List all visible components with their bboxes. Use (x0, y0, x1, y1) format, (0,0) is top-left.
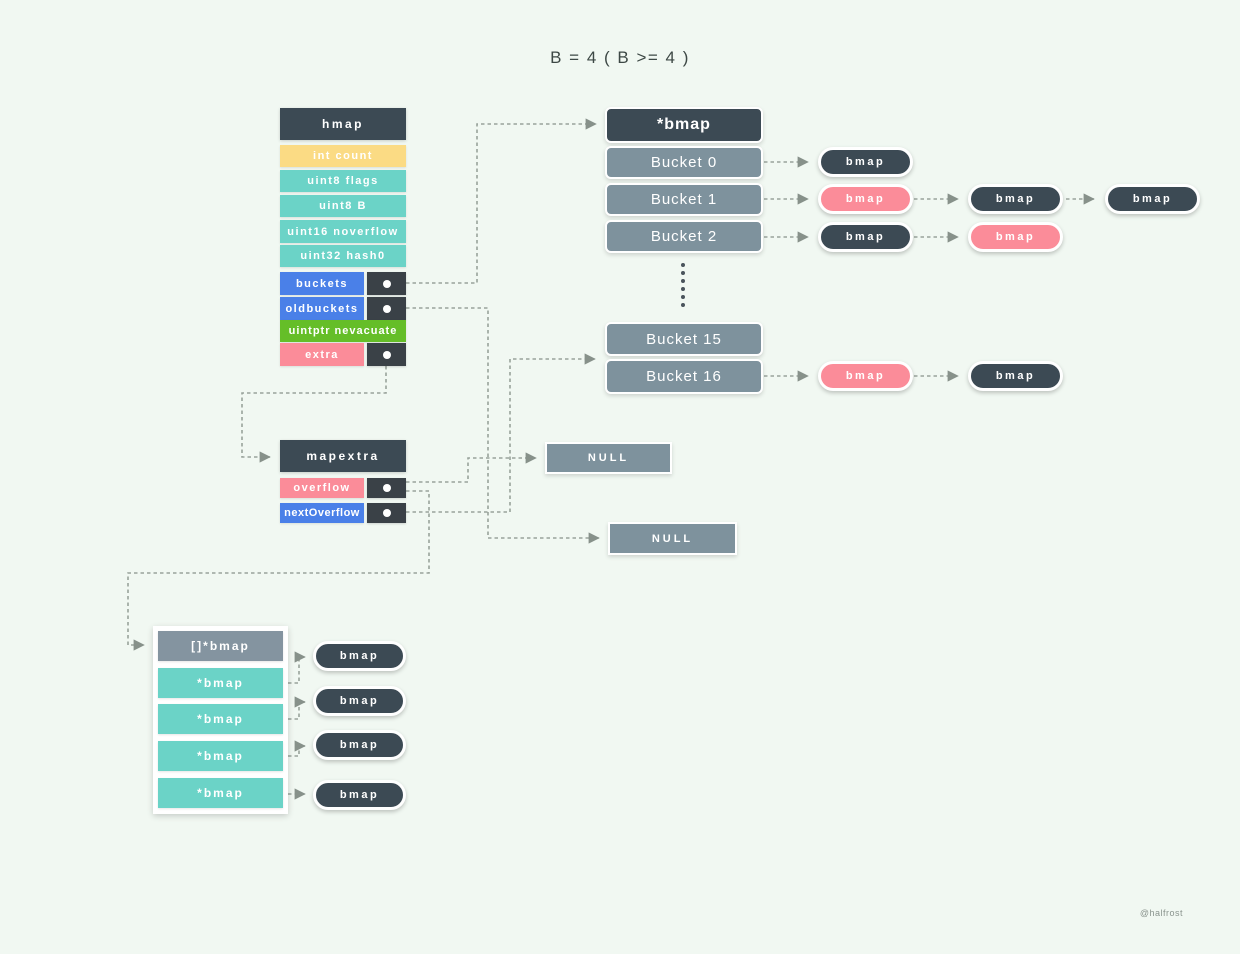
pointer-dot-icon (382, 484, 391, 492)
overflow-array-item: *bmap (158, 704, 283, 734)
bucket-0: Bucket 0 (605, 146, 763, 179)
oldbuckets-pointer-cell (367, 297, 406, 320)
bmap-node: bmap (313, 730, 406, 760)
hmap-field-buckets: buckets (280, 272, 364, 295)
null-box-1: NULL (545, 442, 672, 474)
ellipsis-dots-icon (681, 263, 685, 307)
hmap-field-uint32-hash0: uint32 hash0 (280, 245, 406, 267)
hmap-field-extra: extra (280, 343, 364, 366)
pointer-dot-icon (382, 509, 391, 517)
mapextra-field-overflow: overflow (280, 478, 364, 498)
mapextra-field-nextoverflow: nextOverflow (280, 503, 364, 523)
extra-pointer-cell (367, 343, 406, 366)
edge-ovfitem2-to-bmap (288, 696, 306, 720)
hmap-field-uintptr-nevacuate: uintptr nevacuate (280, 320, 406, 342)
overflow-pointer-cell (367, 478, 406, 498)
watermark: @halfrost (1139, 908, 1183, 918)
bmap-node: bmap (968, 222, 1063, 252)
edge-overflow-to-null1 (406, 452, 537, 483)
bmap-node: bmap (313, 780, 406, 810)
overflow-array-header: []*bmap (158, 631, 283, 661)
pointer-dot-icon (382, 304, 391, 313)
nextoverflow-pointer-cell (367, 503, 406, 523)
bmap-node: bmap (1105, 184, 1200, 214)
bmap-array-header: *bmap (605, 107, 763, 143)
bmap-node: bmap (818, 147, 913, 177)
hmap-field-int-count: int count (280, 145, 406, 167)
null-box-2: NULL (608, 522, 737, 555)
mapextra-header: mapextra (280, 440, 406, 472)
bmap-node: bmap (818, 184, 913, 214)
edge-nextoverflow-to-bucket16 (406, 353, 596, 513)
bmap-node: bmap (818, 222, 913, 252)
bucket-1: Bucket 1 (605, 183, 763, 216)
pointer-dot-icon (382, 279, 391, 288)
pointer-dot-icon (382, 350, 391, 359)
overflow-array-container: []*bmap *bmap *bmap *bmap *bmap (153, 626, 288, 814)
edge-ovfitem3-to-bmap (288, 740, 306, 757)
bmap-node: bmap (818, 361, 913, 391)
hmap-field-uint16-noverflow: uint16 noverflow (280, 220, 406, 243)
edge-buckets-to-bmap-array (406, 118, 597, 284)
bucket-2: Bucket 2 (605, 220, 763, 253)
hmap-field-uint8-flags: uint8 flags (280, 170, 406, 192)
hmap-field-oldbuckets: oldbuckets (280, 297, 364, 320)
bmap-node: bmap (968, 184, 1063, 214)
bucket-16: Bucket 16 (605, 359, 763, 394)
bmap-node: bmap (313, 686, 406, 716)
diagram-title: B = 4 ( B >= 4 ) (550, 48, 690, 67)
hmap-header: hmap (280, 108, 406, 140)
hmap-field-uint8-b: uint8 B (280, 195, 406, 217)
overflow-array-item: *bmap (158, 668, 283, 698)
bmap-node: bmap (968, 361, 1063, 391)
overflow-array-item: *bmap (158, 741, 283, 771)
bucket-15: Bucket 15 (605, 322, 763, 356)
bmap-node: bmap (313, 641, 406, 671)
buckets-pointer-cell (367, 272, 406, 295)
overflow-array-item: *bmap (158, 778, 283, 808)
edge-ovfitem1-to-bmap (288, 651, 306, 684)
edge-oldbuckets-to-null2 (406, 307, 600, 544)
